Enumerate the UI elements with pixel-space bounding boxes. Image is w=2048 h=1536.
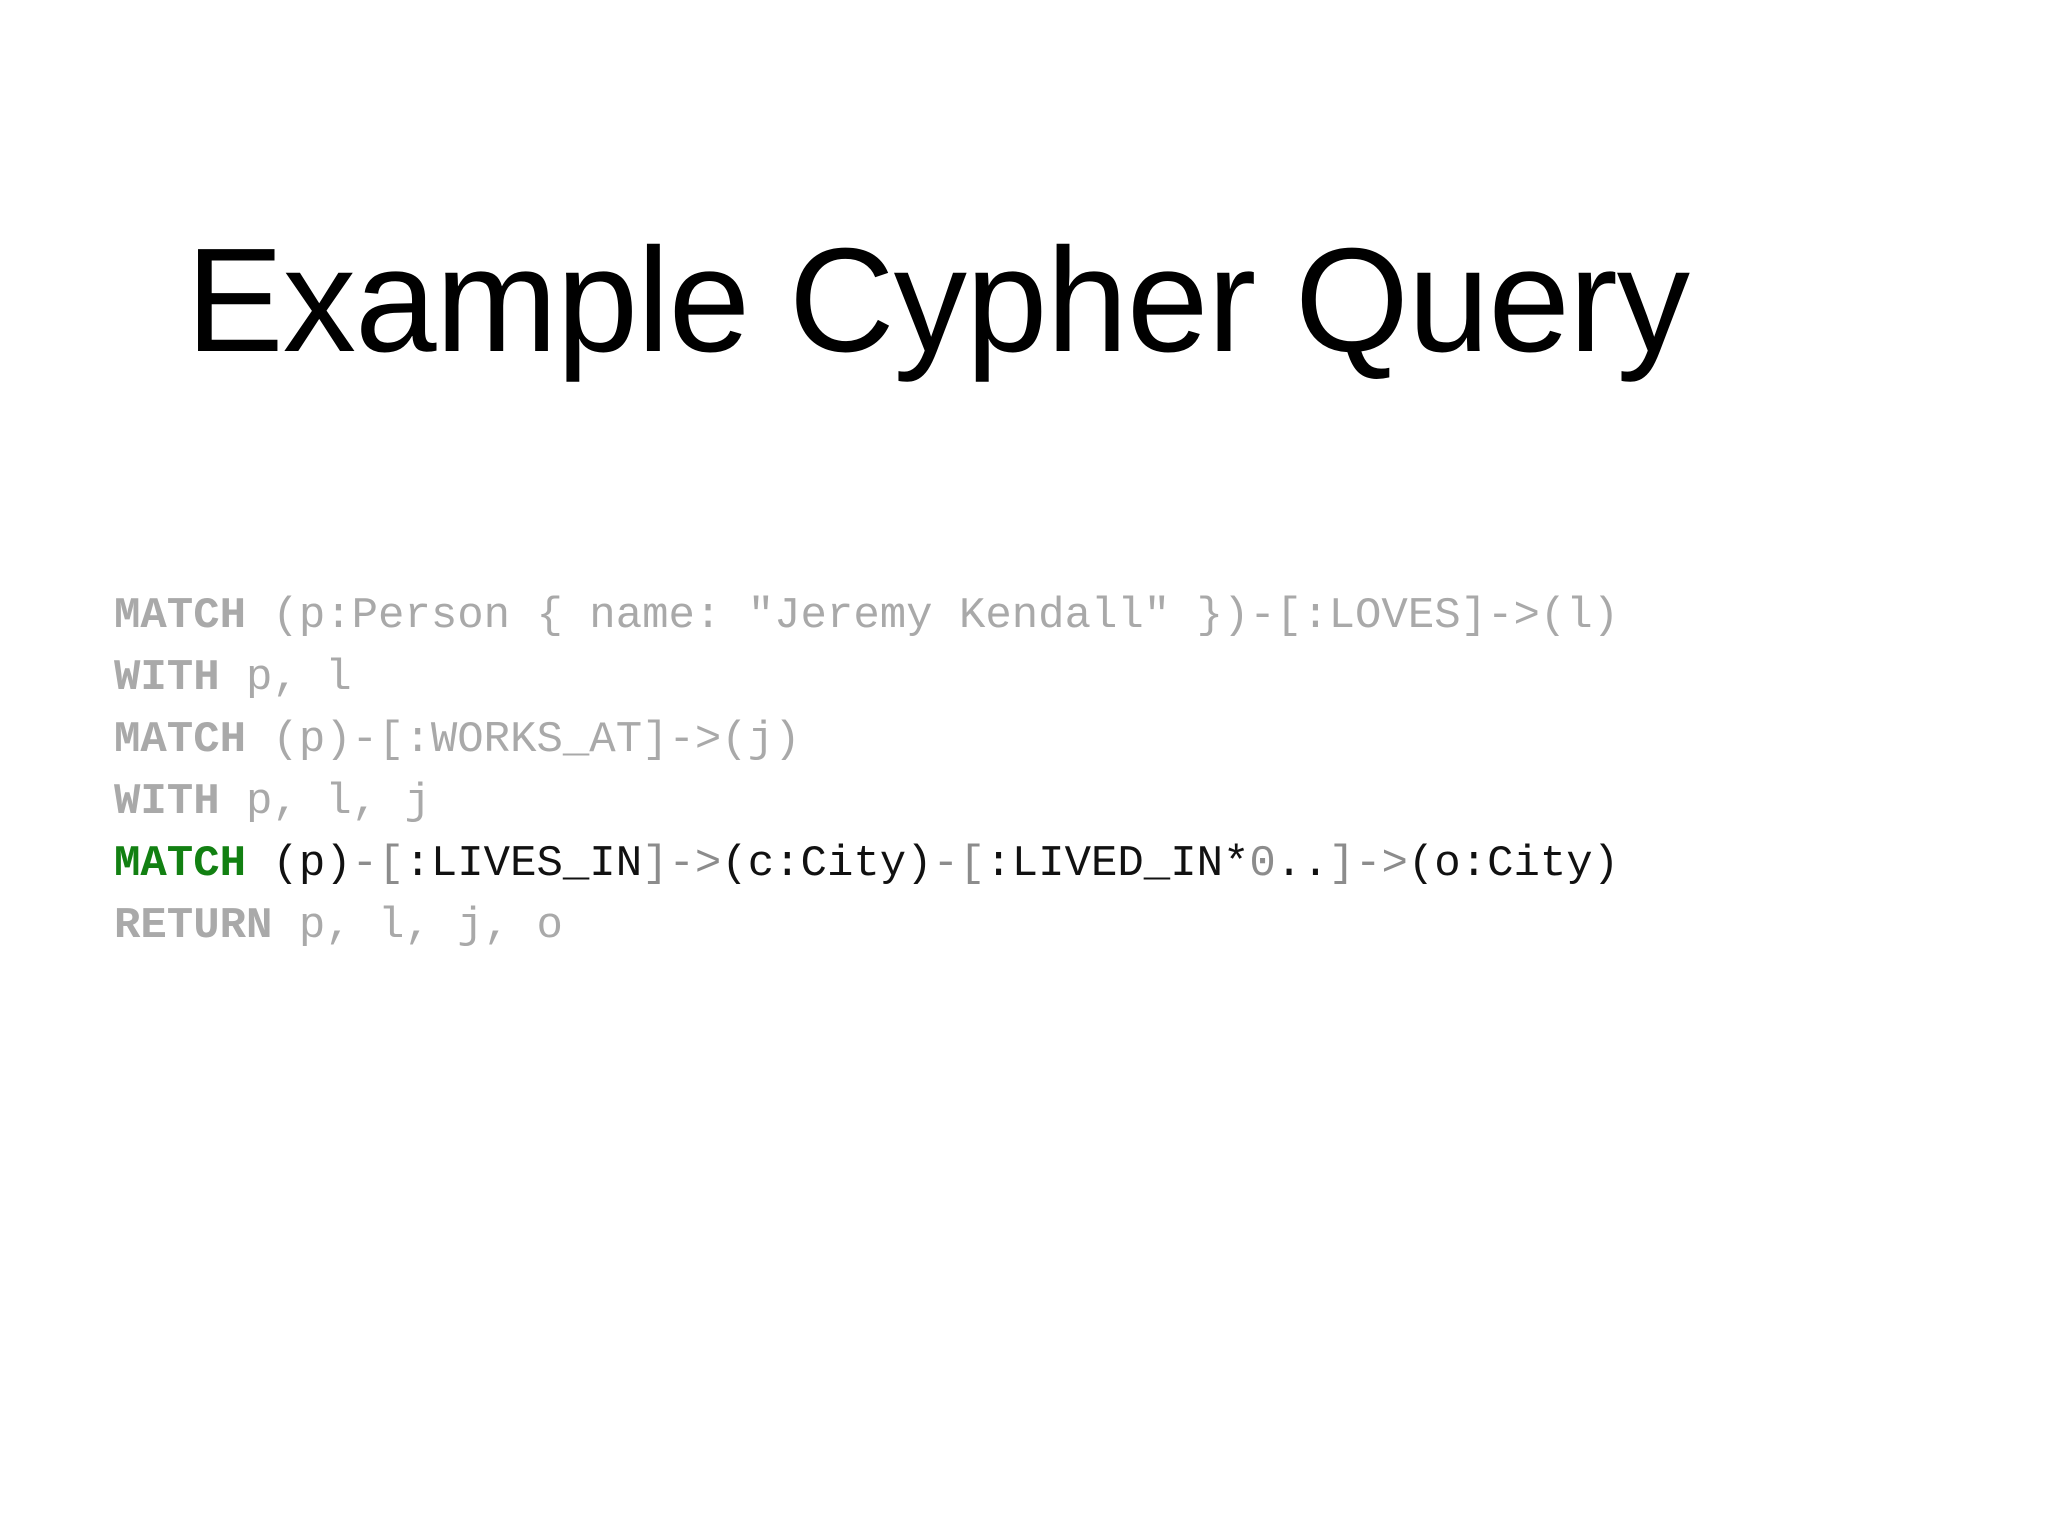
- code-token: p, l, j, o: [272, 901, 563, 951]
- code-token: (o:City): [1407, 839, 1620, 889]
- code-line: RETURN p, l, j, o: [114, 895, 1994, 957]
- code-line: MATCH (p:Person { name: "Jeremy Kendall"…: [114, 585, 1994, 647]
- code-line-highlighted: MATCH (p)-[:LIVES_IN]->(c:City)-[:LIVED_…: [114, 833, 1994, 895]
- code-token: (p)-[:WORKS_AT]->(j): [246, 715, 801, 765]
- code-token: WITH: [114, 777, 220, 827]
- page-title: Example Cypher Query: [186, 218, 1690, 384]
- cypher-code-block: MATCH (p:Person { name: "Jeremy Kendall"…: [114, 585, 1994, 957]
- code-line: WITH p, l: [114, 647, 1994, 709]
- code-token: ..: [1275, 839, 1329, 889]
- code-token: p, l, j: [219, 777, 431, 827]
- code-token: (c:City): [721, 839, 933, 889]
- code-token: ]->: [642, 839, 722, 889]
- code-token: (p:Person { name: "Jeremy Kendall" })-[:…: [246, 591, 1620, 641]
- code-line: MATCH (p)-[:WORKS_AT]->(j): [114, 709, 1994, 771]
- code-token: :LIVED_IN*: [985, 839, 1250, 889]
- code-token: p, l: [219, 653, 352, 703]
- code-token: 0: [1249, 839, 1276, 889]
- code-token: MATCH: [114, 839, 247, 889]
- code-token: MATCH: [114, 715, 247, 765]
- code-token: ]->: [1328, 839, 1408, 889]
- code-line: WITH p, l, j: [114, 771, 1994, 833]
- code-token: -[: [351, 839, 405, 889]
- code-token: WITH: [114, 653, 220, 703]
- code-token: :LIVES_IN: [404, 839, 643, 889]
- code-token: MATCH: [114, 591, 247, 641]
- code-token: -[: [932, 839, 986, 889]
- code-token: RETURN: [114, 901, 273, 951]
- code-token: (p): [246, 839, 352, 889]
